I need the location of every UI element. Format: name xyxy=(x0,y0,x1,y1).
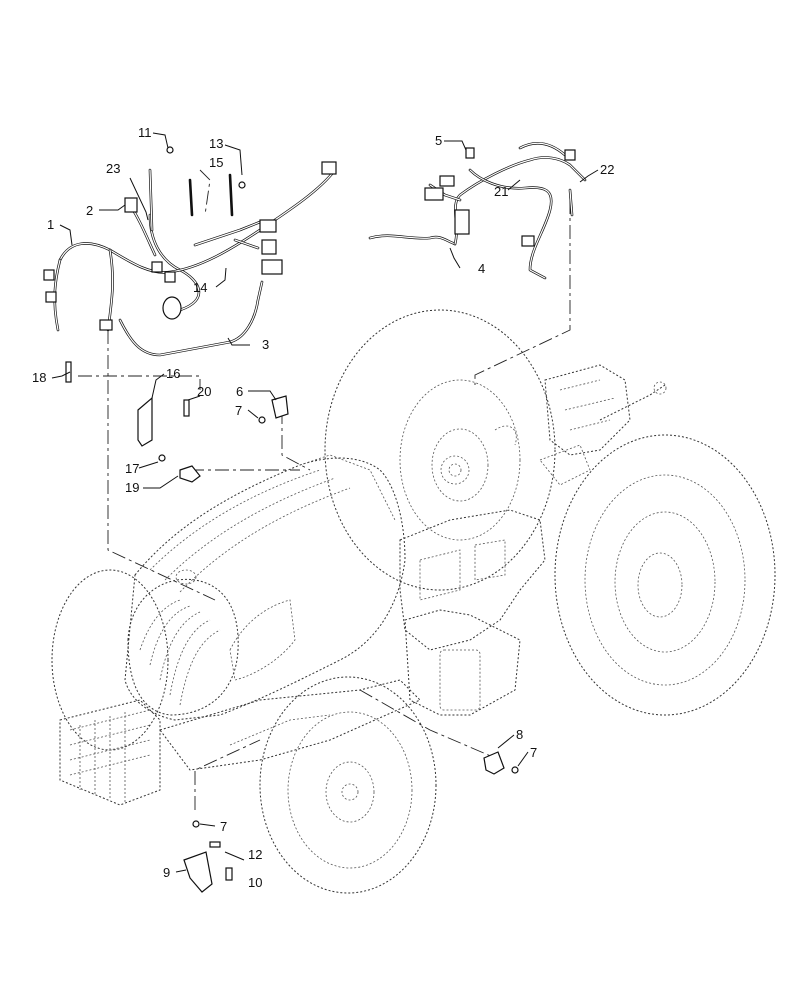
callout-3: 3 xyxy=(262,337,269,352)
callout-15: 15 xyxy=(209,155,223,170)
screw-20 xyxy=(183,399,190,417)
callout-16: 16 xyxy=(166,366,180,381)
callout-20: 20 xyxy=(197,384,211,399)
assembly-guide-lines xyxy=(78,169,571,810)
callout-8: 8 xyxy=(516,727,523,742)
callout-7-top: 7 xyxy=(235,403,242,418)
front-grille xyxy=(127,578,239,716)
callout-18: 18 xyxy=(32,370,46,385)
bolt-18 xyxy=(65,361,72,383)
transmission-block xyxy=(399,509,546,651)
bracket-9 xyxy=(183,851,213,893)
screw-7-right xyxy=(511,766,519,774)
rear-right-tire xyxy=(554,434,776,716)
nut-10 xyxy=(225,867,233,881)
callout-4: 4 xyxy=(478,261,485,276)
washer-12 xyxy=(209,841,221,848)
callout-22: 22 xyxy=(600,162,614,177)
callout-9: 9 xyxy=(163,865,170,880)
front-left-tire xyxy=(51,569,169,751)
callout-11: 11 xyxy=(138,125,152,140)
bracket-16 xyxy=(137,396,153,447)
bracket-19 xyxy=(179,465,201,483)
callout-7-right: 7 xyxy=(530,745,537,760)
leader-lines xyxy=(51,132,599,873)
callout-21: 21 xyxy=(494,184,508,199)
bracket-8 xyxy=(483,751,505,775)
callout-1: 1 xyxy=(47,217,54,232)
callout-17: 17 xyxy=(125,461,139,476)
callout-13: 13 xyxy=(209,136,223,151)
callout-5: 5 xyxy=(435,133,442,148)
front-weights xyxy=(59,699,161,806)
tractor-outline xyxy=(51,309,776,894)
callout-19: 19 xyxy=(125,480,139,495)
front-right-tire xyxy=(259,676,437,894)
screw-7-top xyxy=(258,416,266,424)
callout-6: 6 xyxy=(236,384,243,399)
hood xyxy=(124,457,406,721)
screw-17 xyxy=(158,454,166,462)
callout-10: 10 xyxy=(248,875,262,890)
callout-7-bottom: 7 xyxy=(220,819,227,834)
harness-assembly-left xyxy=(43,146,337,357)
screw-7-bottom xyxy=(192,820,200,828)
callout-23: 23 xyxy=(106,161,120,176)
connector-box xyxy=(261,259,283,275)
callout-12: 12 xyxy=(248,847,262,862)
harness-assembly-right xyxy=(368,141,587,280)
callout-2: 2 xyxy=(86,203,93,218)
callout-14: 14 xyxy=(193,280,207,295)
bracket-6 xyxy=(271,395,289,419)
rear-left-tire xyxy=(324,309,556,591)
callout-labels: 1 2 3 4 5 6 7 7 7 8 9 10 11 12 13 14 15 … xyxy=(32,125,614,890)
